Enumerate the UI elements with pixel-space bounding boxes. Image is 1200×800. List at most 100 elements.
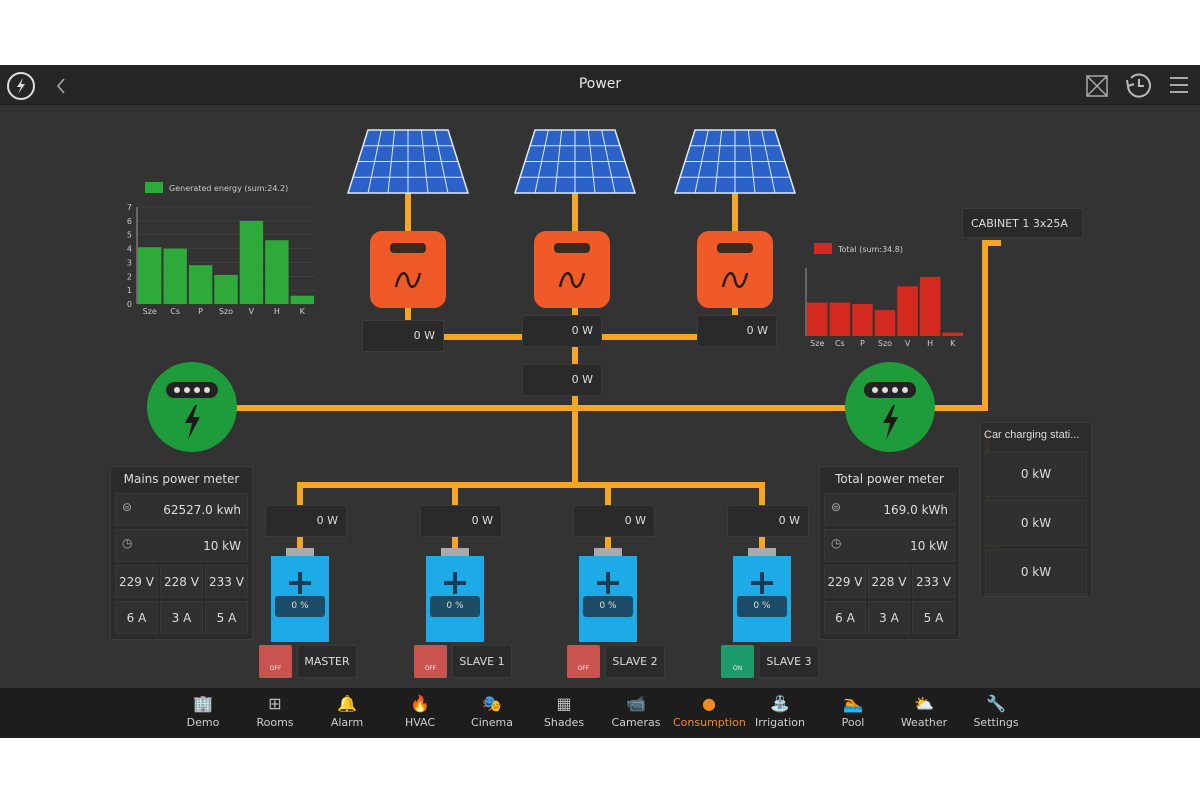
voltage-l1: 229 V — [115, 565, 158, 598]
panel-title: Mains power meter — [123, 472, 240, 486]
battery-charge: 0 % — [275, 596, 325, 617]
nav-item-demo[interactable]: 🏢Demo — [167, 692, 239, 729]
y-tick-label: 1 — [127, 286, 132, 295]
bar-V — [239, 220, 264, 304]
voltage-l3: 233 V — [205, 565, 248, 598]
nav-label: Shades — [543, 716, 585, 729]
nav-item-rooms[interactable]: ⊞Rooms — [239, 692, 311, 729]
gauge-icon: ◷ — [122, 536, 133, 550]
solar-sum-power: 0 W — [522, 364, 602, 396]
battery-switch-toggle[interactable]: OFF — [414, 645, 447, 678]
inverter-icon — [370, 231, 446, 308]
battery-switch-toggle[interactable]: OFF — [259, 645, 292, 678]
bar-P — [188, 265, 213, 304]
x-tick-label: Sze — [810, 339, 824, 348]
wire — [297, 482, 765, 553]
charger-3-power: 0 kW — [985, 549, 1087, 595]
energy-value: ⊜169.0 kWh — [824, 493, 955, 526]
battery-switch-toggle[interactable]: OFF — [567, 645, 600, 678]
charger-2-power: 0 kW — [985, 500, 1087, 546]
nav-item-consumption[interactable]: ● Consumption — [673, 692, 746, 729]
meter-icon: ⊜ — [122, 500, 133, 514]
nav-item-weather[interactable]: ⛅Weather — [888, 692, 960, 729]
fullscreen-icon[interactable] — [1085, 74, 1109, 98]
current-l2: 3 A — [868, 601, 910, 634]
current-l3: 5 A — [205, 601, 248, 634]
y-tick-label: 3 — [127, 258, 132, 267]
plus-sign — [444, 572, 466, 594]
total-power-meter-panel[interactable]: Total power meter ⊜169.0 kWh ◷10 kW 229 … — [819, 466, 960, 640]
panel-grid — [434, 129, 449, 194]
panel-grid — [761, 129, 776, 194]
nav-label: Cameras — [611, 716, 661, 729]
inverter-body — [370, 231, 446, 308]
inverter-body — [697, 231, 773, 308]
solar-panel-icon — [673, 129, 797, 194]
consumption-icon: ● — [702, 694, 716, 713]
panel-grid — [387, 129, 396, 194]
bar-Sze — [807, 302, 828, 336]
nav-item-hvac[interactable]: 🔥HVAC — [384, 692, 456, 729]
x-tick-label: V — [249, 307, 255, 316]
nav-label: Pool — [841, 716, 865, 729]
battery-cap — [286, 548, 314, 556]
nav-item-shades[interactable]: ▦ Shades — [528, 692, 600, 729]
inverter-icon — [534, 231, 610, 308]
inverter-3-power: 0 W — [697, 315, 777, 347]
legend-label: Generated energy (sum:24.2) — [169, 184, 288, 193]
plus-sign — [289, 572, 311, 594]
voltage-l1: 229 V — [824, 565, 866, 598]
demo-icon: 🏢 — [193, 694, 213, 713]
energy-value: ⊜62527.0 kwh — [115, 493, 248, 526]
shades-icon: ▦ — [556, 694, 572, 713]
panel-grid — [367, 129, 382, 194]
sine-wave — [721, 272, 749, 288]
power-logo-icon[interactable] — [6, 71, 36, 101]
panel-grid — [587, 129, 596, 194]
meter-dot — [184, 387, 190, 393]
battery-power: 0 W — [265, 505, 347, 537]
nav-item-irrigation[interactable]: ⛲Irrigation — [744, 692, 816, 729]
nav-item-pool[interactable]: 🏊Pool — [817, 692, 889, 729]
x-tick-label: Szo — [878, 339, 892, 348]
meter-dot — [872, 387, 878, 393]
x-tick-label: P — [198, 307, 203, 316]
hvac-icon: 🔥 — [410, 694, 430, 713]
x-tick-label: H — [274, 307, 280, 316]
wire — [982, 240, 1001, 411]
nav-item-cinema[interactable]: 🎭Cinema — [456, 692, 528, 729]
history-icon[interactable] — [1122, 71, 1154, 101]
rooms-icon: ⊞ — [268, 694, 282, 713]
menu-icon[interactable] — [1168, 75, 1190, 95]
batteries — [271, 548, 791, 642]
gauge-icon: ◷ — [831, 536, 842, 550]
legend-label: Total (sum:34.8) — [837, 245, 903, 254]
battery-power: 0 W — [727, 505, 809, 537]
y-tick-label: 0 — [127, 300, 132, 309]
battery-icon — [271, 548, 329, 642]
page-title: Power — [578, 76, 622, 92]
chevron-left-icon[interactable] — [54, 77, 68, 95]
battery-icon — [426, 548, 484, 642]
x-tick-label: P — [860, 339, 865, 348]
meter-dot — [204, 387, 210, 393]
nav-item-cameras[interactable]: 📹Cameras — [600, 692, 672, 729]
plus-sign — [597, 572, 619, 594]
grid-meters — [147, 362, 935, 452]
nav-label: Weather — [900, 716, 948, 729]
mains-power-meter-panel[interactable]: Mains power meter ⊜62527.0 kwh ◷10 kW 22… — [110, 466, 253, 640]
x-tick-label: Szo — [219, 307, 233, 316]
nav-item-settings[interactable]: 🔧Settings — [960, 692, 1032, 729]
current-l1: 6 A — [824, 601, 866, 634]
nav-label: Consumption — [673, 716, 746, 729]
panel-grid — [714, 129, 723, 194]
battery-name: SLAVE 1 — [452, 645, 512, 678]
nav-item-alarm[interactable]: 🔔Alarm — [311, 692, 383, 729]
nav-label: Settings — [973, 716, 1019, 729]
battery-charge: 0 % — [583, 596, 633, 617]
bar-Szo — [874, 310, 896, 336]
car-charging-panel[interactable]: Car charging stati... 0 kW 0 kW 0 kW — [980, 422, 1092, 597]
battery-switch-toggle[interactable]: ON — [721, 645, 754, 678]
bar-Cs — [163, 248, 187, 304]
